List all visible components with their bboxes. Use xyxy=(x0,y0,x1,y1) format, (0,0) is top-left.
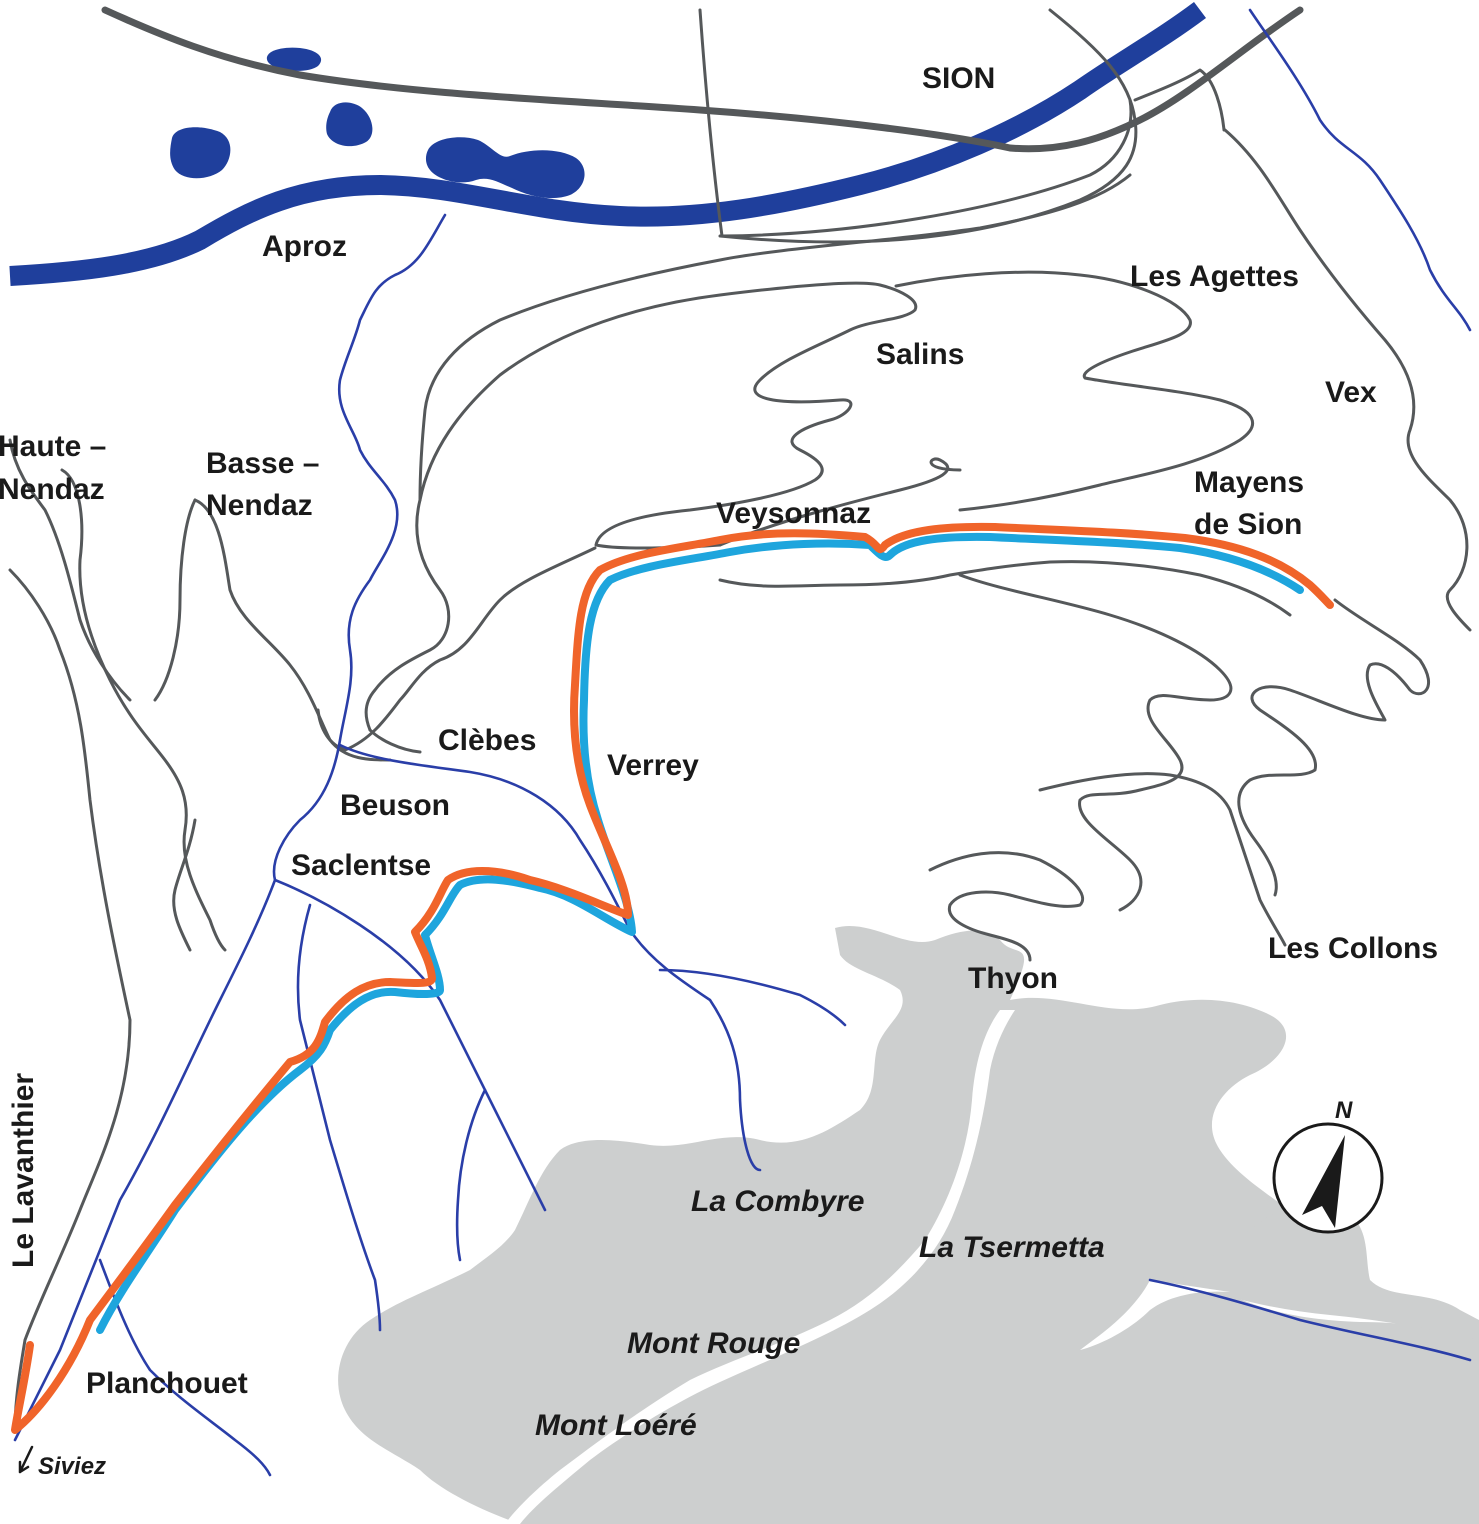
place-labels: SION Aproz Les Agettes Salins Vex Haute … xyxy=(0,62,1438,1480)
stream xyxy=(455,1088,487,1262)
lake xyxy=(266,47,322,71)
label-planchouet: Planchouet xyxy=(86,1367,248,1400)
peak-labels: La Combyre La Tsermetta Mont Rouge Mont … xyxy=(535,1185,1105,1442)
lake xyxy=(170,127,231,179)
compass-needle-icon xyxy=(1302,1135,1345,1228)
road xyxy=(8,568,132,1432)
compass-north-label: N xyxy=(1335,1097,1353,1124)
road xyxy=(60,468,227,952)
mountain-gap xyxy=(505,1010,1015,1524)
road xyxy=(1038,772,1287,947)
label-clebes: Clèbes xyxy=(438,724,536,757)
label-les-collons: Les Collons xyxy=(1268,932,1438,965)
label-verrey: Verrey xyxy=(607,749,699,782)
road xyxy=(1237,598,1431,897)
road xyxy=(1223,128,1472,632)
streams xyxy=(13,8,1472,1477)
lake xyxy=(326,102,373,147)
road xyxy=(153,498,197,702)
road xyxy=(418,173,1132,502)
mountain-areas xyxy=(338,926,1479,1524)
label-basse-nendaz-line2: Nendaz xyxy=(206,489,313,522)
label-salins: Salins xyxy=(876,338,964,371)
label-le-lavanthier: Le Lavanthier xyxy=(7,1073,40,1268)
label-saclentse: Saclentse xyxy=(291,849,431,882)
road xyxy=(718,457,962,547)
label-la-tsermetta: La Tsermetta xyxy=(919,1231,1105,1264)
road xyxy=(958,573,1233,912)
road xyxy=(418,281,918,550)
roads xyxy=(8,8,1472,1432)
label-haute-nendaz-line1: Haute – xyxy=(0,430,106,463)
label-les-agettes: Les Agettes xyxy=(1130,260,1299,293)
road xyxy=(193,498,392,762)
stream xyxy=(1148,1278,1472,1362)
trail xyxy=(11,522,1334,1434)
label-mont-rouge: Mont Rouge xyxy=(627,1327,800,1360)
stream xyxy=(273,878,547,1212)
label-siviez: Siviez xyxy=(38,1453,106,1480)
rhone-river xyxy=(9,1,1206,286)
label-aproz: Aproz xyxy=(262,230,347,263)
trail-orange xyxy=(11,522,1334,1434)
road xyxy=(718,560,1292,617)
label-mayens-line1: Mayens xyxy=(1194,466,1304,499)
road xyxy=(368,728,422,754)
label-vex: Vex xyxy=(1325,376,1377,409)
stream xyxy=(628,928,762,1172)
label-beuson: Beuson xyxy=(340,789,450,822)
label-veysonnaz: Veysonnaz xyxy=(716,497,871,530)
road xyxy=(894,270,1254,512)
label-la-combyre: La Combyre xyxy=(691,1185,864,1218)
river-rhone xyxy=(9,1,1206,286)
road xyxy=(928,851,1084,962)
mountain-gap xyxy=(1080,1280,1230,1350)
stream xyxy=(338,743,632,932)
label-sion: SION xyxy=(922,62,995,95)
stream xyxy=(1248,8,1472,332)
label-basse-nendaz-line1: Basse – xyxy=(206,447,319,480)
road xyxy=(1133,68,1226,132)
label-mont-loere: Mont Loéré xyxy=(535,1409,697,1442)
stream xyxy=(13,213,447,1442)
stream xyxy=(296,903,382,1332)
siviez-arrow-icon xyxy=(18,1445,34,1474)
label-mayens-line2: de Sion xyxy=(1194,508,1302,541)
label-haute-nendaz-line2: Nendaz xyxy=(0,473,105,506)
main-roads xyxy=(101,6,1304,153)
lake xyxy=(425,137,585,199)
label-thyon: Thyon xyxy=(968,962,1058,995)
stream xyxy=(98,1258,272,1477)
road xyxy=(364,498,451,732)
mountain-area xyxy=(338,926,1479,1524)
road xyxy=(8,438,132,702)
stream xyxy=(658,968,847,1027)
compass: N xyxy=(1272,1097,1384,1234)
mountain-area xyxy=(1180,1205,1479,1340)
road xyxy=(316,546,597,752)
road xyxy=(698,8,1133,238)
highway xyxy=(101,6,1304,153)
road xyxy=(172,818,197,952)
